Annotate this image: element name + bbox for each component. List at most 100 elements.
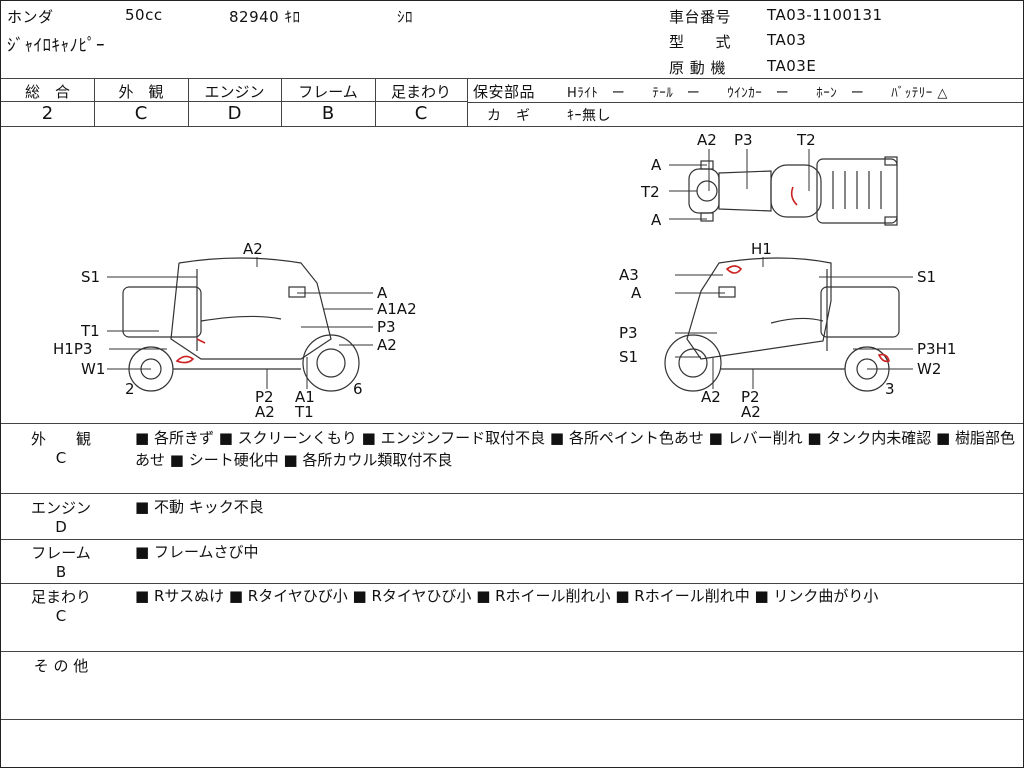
right-view-drawing bbox=[664, 257, 900, 392]
remark-frame-text: ■ フレームさび中 bbox=[135, 543, 259, 561]
left-label: A1A2 bbox=[377, 300, 417, 318]
right-label: P2 bbox=[741, 388, 760, 406]
remark-other-category: そ の 他 bbox=[1, 655, 121, 676]
engine-model-value: TA03E bbox=[767, 57, 817, 75]
top-label: P3 bbox=[734, 131, 753, 149]
remark-exterior-category: 外 観 C bbox=[1, 428, 121, 467]
damage-mark bbox=[877, 353, 890, 363]
remark-suspension-category: 足まわり C bbox=[1, 586, 121, 625]
engine-model-label: 原 動 機 bbox=[669, 59, 727, 77]
remark-exterior-grade: C bbox=[55, 449, 67, 467]
maker: ホンダ bbox=[7, 8, 54, 26]
right-label: A2 bbox=[741, 403, 761, 421]
key-label: カ ギ bbox=[487, 108, 531, 124]
right-label: A bbox=[631, 284, 642, 302]
right-label: W2 bbox=[917, 360, 941, 378]
divider bbox=[94, 78, 95, 126]
damage-mark bbox=[196, 338, 206, 344]
remark-suspension-text: ■ Rサスぬけ ■ Rタイヤひび小 ■ Rタイヤひび小 ■ Rホイール削れ小 ■… bbox=[135, 587, 879, 605]
chassis-value: TA03-1100131 bbox=[767, 6, 883, 24]
right-label: 3 bbox=[885, 380, 895, 398]
grade-suspension-value: C bbox=[414, 103, 428, 124]
grade-engine-label: エンジン bbox=[204, 83, 265, 101]
left-label: T1 bbox=[294, 403, 314, 421]
chassis-label: 車台番号 bbox=[669, 8, 732, 26]
top-view-drawing bbox=[688, 156, 898, 226]
remark-other-label: そ の 他 bbox=[33, 657, 89, 675]
mileage: 82940 ｷﾛ bbox=[229, 8, 301, 26]
damage-mark bbox=[725, 265, 743, 274]
divider bbox=[1, 651, 1023, 652]
left-label: H1P3 bbox=[53, 340, 92, 358]
right-label: S1 bbox=[619, 348, 638, 366]
damage-mark bbox=[790, 186, 798, 206]
left-label: S1 bbox=[81, 268, 100, 286]
remark-engine-grade: D bbox=[55, 518, 67, 536]
divider bbox=[467, 102, 1023, 103]
left-view-drawing bbox=[122, 257, 360, 392]
divider bbox=[1, 583, 1023, 584]
type-label: 型 式 bbox=[669, 33, 732, 51]
key-value: ｷｰ無し bbox=[567, 108, 611, 124]
left-label: 6 bbox=[353, 380, 363, 398]
left-label: P3 bbox=[377, 318, 396, 336]
left-label: A2 bbox=[377, 336, 397, 354]
top-label: T2 bbox=[640, 183, 660, 201]
remark-engine-text: ■ 不動 キック不良 bbox=[135, 498, 264, 516]
safety-items: Hﾗｲﾄ ー ﾃｰﾙ ー ｳｲﾝｶｰ ー ﾎｰﾝ ー ﾊﾞｯﾃﾘｰ △ bbox=[567, 86, 948, 101]
right-label: A2 bbox=[701, 388, 721, 406]
model-name: ｼﾞｬｲﾛｷｬﾉﾋﾟｰ bbox=[7, 36, 105, 56]
top-label: A2 bbox=[697, 131, 717, 149]
left-label: A2 bbox=[255, 403, 275, 421]
divider bbox=[188, 78, 189, 126]
remark-suspension-grade: C bbox=[55, 607, 67, 625]
divider bbox=[375, 78, 376, 126]
right-label: A3 bbox=[619, 266, 639, 284]
divider bbox=[1, 101, 467, 102]
left-label: A1 bbox=[295, 388, 315, 406]
color: ｼﾛ bbox=[397, 8, 414, 26]
grade-exterior-label: 外 観 bbox=[118, 83, 164, 101]
grade-overall-label: 総 合 bbox=[24, 83, 70, 101]
remark-frame-category: フレーム B bbox=[1, 542, 121, 581]
left-label: 2 bbox=[125, 380, 135, 398]
type-value: TA03 bbox=[767, 31, 807, 49]
grade-exterior-value: C bbox=[134, 103, 148, 124]
right-label: S1 bbox=[917, 268, 936, 286]
displacement: 50cc bbox=[125, 6, 163, 24]
remark-suspension-label: 足まわり bbox=[30, 588, 91, 606]
grade-engine-value: D bbox=[227, 103, 242, 124]
top-label: A bbox=[651, 211, 662, 229]
divider bbox=[1, 539, 1023, 540]
left-label: W1 bbox=[81, 360, 105, 378]
divider bbox=[281, 78, 282, 126]
remark-engine-label: エンジン bbox=[30, 499, 91, 517]
remark-exterior-label: 外 観 bbox=[30, 430, 91, 448]
left-label: A bbox=[377, 284, 388, 302]
grade-overall-value: 2 bbox=[41, 103, 54, 124]
divider bbox=[1, 423, 1023, 424]
divider bbox=[1, 78, 1023, 79]
top-label: T2 bbox=[796, 131, 816, 149]
damage-mark bbox=[175, 355, 195, 364]
left-label: T1 bbox=[80, 322, 100, 340]
grade-suspension-label: 足まわり bbox=[390, 83, 451, 101]
grade-frame-value: B bbox=[321, 103, 335, 124]
divider bbox=[1, 493, 1023, 494]
right-label: H1 bbox=[751, 240, 772, 258]
grade-frame-label: フレーム bbox=[298, 83, 358, 101]
left-label: P2 bbox=[255, 388, 274, 406]
right-label: P3 bbox=[619, 324, 638, 342]
remark-frame-label: フレーム bbox=[31, 544, 91, 562]
divider bbox=[1, 126, 1023, 127]
damage-diagram: A2 P3 T2 A T2 A A2 S1 A A1A2 P3 T1 H1P3 … bbox=[53, 131, 956, 421]
left-label: A2 bbox=[243, 240, 263, 258]
remark-exterior-text: ■ 各所きず ■ スクリーンくもり ■ エンジンフード取付不良 ■ 各所ペイント… bbox=[135, 429, 1015, 469]
remark-engine-category: エンジン D bbox=[1, 497, 121, 536]
safety-label: 保安部品 bbox=[473, 83, 536, 101]
divider bbox=[1, 719, 1023, 720]
top-label: A bbox=[651, 156, 662, 174]
right-label: P3H1 bbox=[917, 340, 956, 358]
remark-frame-grade: B bbox=[55, 563, 67, 581]
